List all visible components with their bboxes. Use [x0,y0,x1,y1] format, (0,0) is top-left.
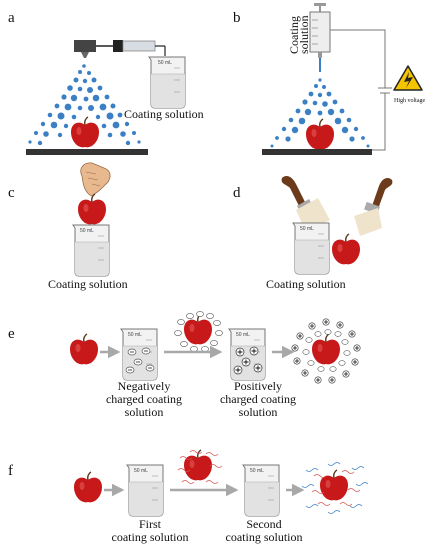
caption-e2-line3: solution [239,405,278,419]
brush-icon-right [354,178,393,236]
panel-d-letter: d [233,185,241,201]
spray-droplets-b [270,78,370,148]
beaker-f1-mark: 50 mL [134,468,148,474]
panel-a: a 50 mL Coating solution [8,10,204,155]
caption-c: Coating solution [48,277,128,291]
apple-f-first-coat [177,449,223,484]
beaker-e-negative [120,328,158,381]
apple-f-start [73,471,103,504]
caption-e1-line3: solution [125,405,164,419]
panel-d: d 50 mL Coating solution [233,176,393,291]
panel-c-letter: c [8,185,15,201]
panel-c: c 50 mL Coating solution [8,162,128,291]
beaker-e-positive [228,328,266,381]
syringe [309,3,331,72]
panel-f: f 50 mL 50 mL [8,449,369,544]
apple-a [70,116,100,149]
beaker-e2-mark: 50 mL [236,332,250,338]
caption-a: Coating solution [124,107,204,121]
caption-e2-line2: charged coating [220,392,296,406]
caption-f1-line2: coating solution [112,530,189,544]
apple-f-layered [301,462,369,514]
apple-e-layered [291,318,361,384]
panel-a-letter: a [8,10,15,26]
caption-e1-line2: charged coating [106,392,182,406]
panel-f-letter: f [8,463,13,479]
caption-d: Coating solution [266,277,346,291]
panel-e: e 50 mL [8,311,361,419]
beaker-f2-mark: 50 mL [250,468,264,474]
beaker-e1-mark: 50 mL [128,332,142,338]
syringe-label-2: solution [297,15,311,54]
spray-droplets-a [28,64,141,146]
voltage-label: High voltage [394,98,425,104]
apple-e-negative-coat [174,311,223,352]
platform-b [262,149,372,155]
beaker-a-mark: 50 mL [158,60,172,66]
hv-circuit [330,29,392,151]
panel-e-letter: e [8,326,15,342]
panel-b: b Coating solution High voltage [233,3,425,155]
platform-a [26,149,148,155]
spray-nozzle [74,40,166,58]
syringe-label-1: Coating [287,16,301,54]
apple-e-start [69,333,99,366]
caption-f2-line1: Second [246,517,281,531]
apple-c [77,193,107,226]
apple-d [331,233,361,266]
caption-e2-line1: Positively [234,379,282,393]
beaker-c-mark: 50 mL [80,228,94,234]
panel-b-letter: b [233,10,241,26]
high-voltage-icon [393,65,423,91]
hand-icon [80,162,111,197]
beaker-d-mark: 50 mL [300,226,314,232]
caption-f1-line1: First [139,517,162,531]
caption-f2-line2: coating solution [226,530,303,544]
caption-e1-line1: Negatively [118,379,171,393]
apple-b [305,118,335,151]
